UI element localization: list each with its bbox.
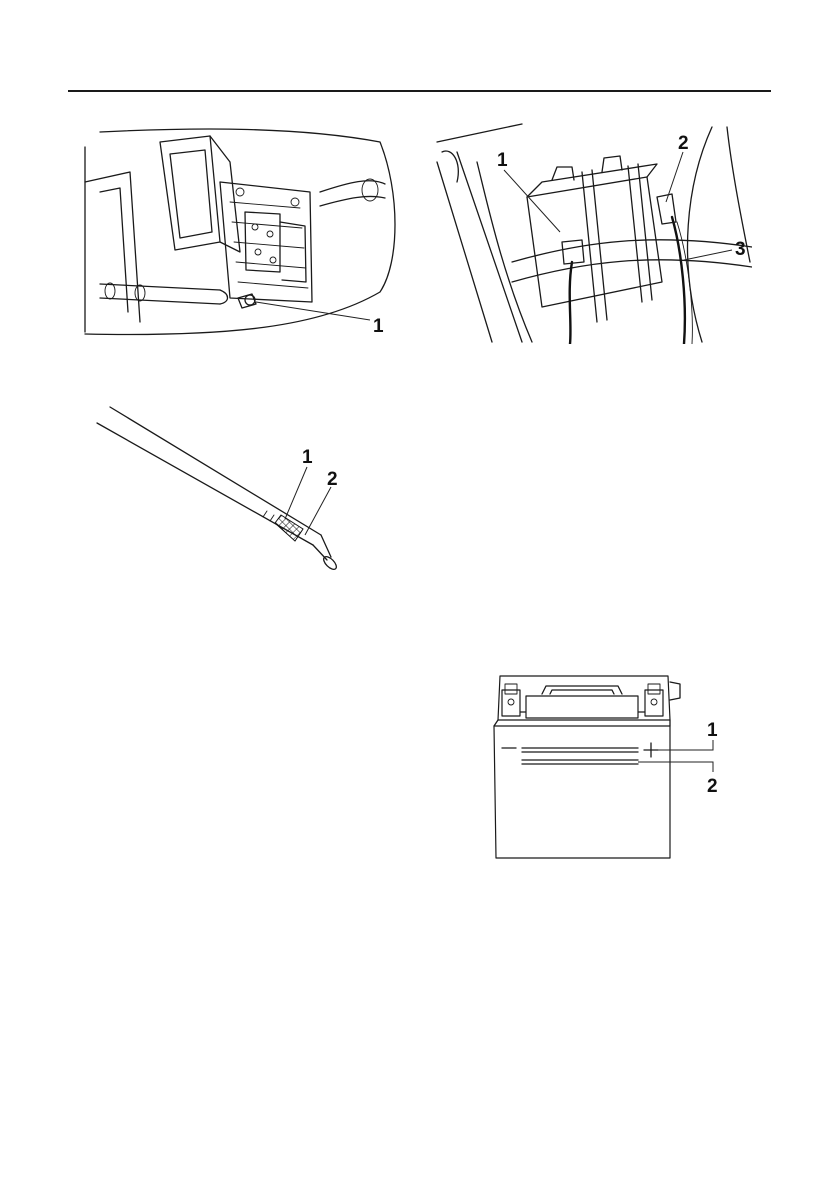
dipstick-callout-1: 1 <box>302 447 313 468</box>
engine-oil-filler-illustration: 1 <box>80 122 400 344</box>
battery-callout-1: 1 <box>707 720 718 741</box>
engine-callout-1: 1 <box>373 316 384 337</box>
battery-install-figure: 1 2 3 <box>432 122 752 344</box>
battery-installation-illustration: 1 2 3 <box>432 122 752 344</box>
battery-install-callout-3: 3 <box>735 239 746 260</box>
battery-callout-2: 2 <box>707 776 718 797</box>
battery-install-callout-2: 2 <box>678 133 689 154</box>
header-rule <box>68 90 771 92</box>
dipstick-callout-2: 2 <box>327 469 338 490</box>
dipstick-figure: 1 2 <box>95 405 355 580</box>
engine-figure: 1 <box>80 122 400 344</box>
oil-dipstick-illustration: 1 2 <box>95 405 355 580</box>
battery-figure: 1 2 <box>488 668 728 868</box>
battery-electrolyte-level-illustration: 1 2 <box>488 668 728 868</box>
battery-install-callout-1: 1 <box>497 150 508 171</box>
